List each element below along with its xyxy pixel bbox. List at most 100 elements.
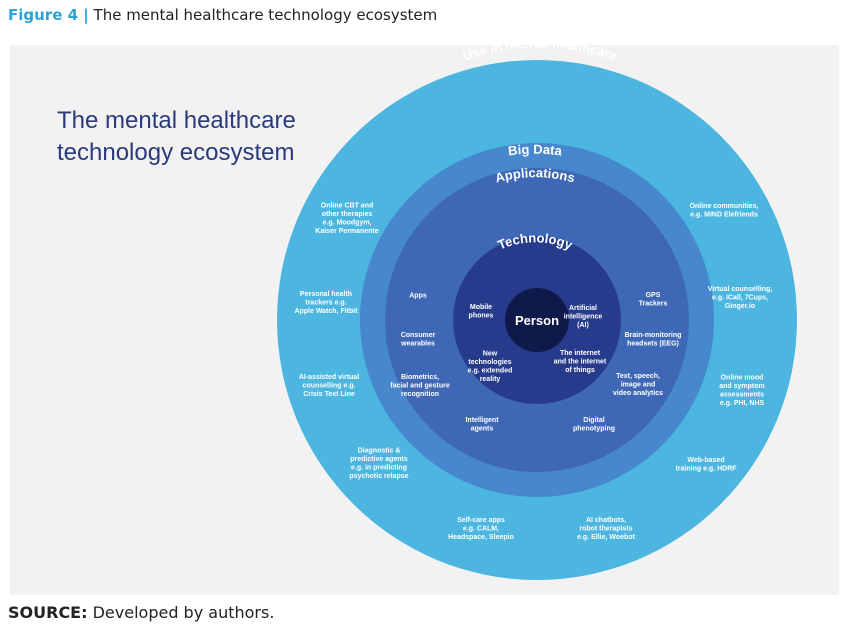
technology-item-4-line-1: The internet [560, 350, 601, 357]
application-item-7: Intelligent agents [465, 417, 499, 433]
use-item-6-line-4: e.g. PHI, NHS [720, 400, 765, 407]
application-item-2-line-2: Trackers [639, 301, 668, 308]
application-item-7-line-1: Intelligent [465, 417, 499, 424]
application-item-4: Brain-monitoring headsets (EEG) [625, 332, 682, 348]
panel-title-line-1: The mental healthcare [57, 107, 296, 134]
use-item-4-line-3: Ginger.io [725, 303, 755, 310]
source-text: Developed by authors. [87, 603, 275, 622]
application-item-3-line-1: Consumer [401, 332, 436, 339]
application-item-2-line-1: GPS [646, 292, 661, 299]
use-item-6-line-2: and symptom [719, 383, 765, 390]
application-item-5-line-3: recognition [401, 391, 439, 398]
ring-label-big-data: Big Data [507, 142, 563, 159]
technology-item-2-line-1: Artificial [569, 305, 597, 312]
technology-item-2-line-2: intelligence [564, 313, 603, 320]
application-item-8: Digital phenotyping [573, 417, 615, 433]
use-item-9-line-2: e.g. CALM, [463, 525, 499, 532]
use-item-7-line-3: e.g. in predicting [351, 465, 407, 472]
application-item-1-line-1: Apps [409, 292, 427, 299]
center-label: Person [515, 313, 559, 328]
application-item-5-line-2: facial and gesture [390, 382, 450, 389]
technology-item-2-line-3: (AI) [577, 322, 589, 329]
use-item-7-line-1: Diagnostic & [358, 448, 401, 455]
panel-title-line-2: technology ecosystem [57, 139, 295, 166]
use-item-8-line-1: Web-based [687, 457, 724, 464]
use-item-7: Diagnostic &predictive agents e.g. in pre… [349, 448, 408, 481]
use-item-3-line-2: trackers e.g. [305, 299, 346, 306]
panel-title: The mental healthcare technology ecosyst… [57, 105, 296, 169]
technology-item-1-line-1: Mobile [470, 304, 492, 311]
use-item-10-line-1: AI chatbots, [586, 517, 626, 524]
application-item-7-line-2: agents [471, 426, 494, 433]
use-item-9-line-1: Self-care apps [457, 517, 505, 524]
application-item-3: Consumer wearables [400, 332, 436, 348]
figure-title: The mental healthcare technology ecosyst… [93, 6, 438, 24]
source-note: SOURCE: Developed by authors. [8, 603, 274, 622]
technology-item-3-line-3: e.g. extended [468, 368, 513, 375]
use-item-3-line-1: Personal health [300, 291, 352, 298]
source-label: SOURCE: [8, 603, 88, 622]
ring-label-applications: Applications [493, 165, 576, 185]
ring-label-technology: Technology [495, 230, 575, 253]
use-item-4: Virtual counselling,e.g. ICall, 7Cups, Gi… [708, 286, 772, 310]
figure-caption: Figure 4 | The mental healthcare technol… [8, 6, 437, 24]
use-item-2: Online communities, e.g. MIND Elefriends [690, 203, 759, 219]
use-item-8: Web-based training e.g. HDRF [675, 457, 737, 473]
technology-item-4-line-3: of things [565, 367, 595, 374]
application-item-6-line-2: image and [621, 381, 656, 388]
use-item-1-line-4: Kaiser Permanente [315, 228, 379, 235]
application-item-2: GPS Trackers [639, 292, 668, 308]
technology-item-3-line-1: New [483, 351, 498, 358]
application-item-1: Apps [409, 292, 427, 299]
use-item-6-line-1: Online mood [721, 375, 764, 382]
application-item-6: Text, speech,image and video analytics [613, 373, 663, 397]
use-item-10-line-2: robot therapists [579, 525, 632, 532]
use-item-5-line-3: Crisis Text Line [303, 391, 355, 398]
application-item-6-line-1: Text, speech, [616, 373, 660, 380]
use-item-8-line-2: training e.g. HDRF [675, 466, 737, 473]
use-item-1-line-3: e.g. Moodgym, [323, 220, 372, 227]
use-item-4-line-1: Virtual counselling, [708, 286, 772, 293]
use-item-2-line-2: e.g. MIND Elefriends [690, 212, 758, 219]
use-item-7-line-4: psychotic relapse [349, 473, 408, 480]
application-item-4-line-2: headsets (EEG) [627, 341, 679, 348]
use-item-5-line-2: counselling e.g. [303, 382, 356, 389]
ring-label-outer: Use in mental healthcare [461, 35, 619, 63]
application-item-4-line-1: Brain-monitoring [625, 332, 682, 339]
application-item-8-line-1: Digital [583, 417, 604, 424]
use-item-2-line-1: Online communities, [690, 203, 759, 210]
application-item-5: Biometrics,facial and gesture recognition [390, 374, 450, 398]
use-item-3-line-3: Apple Watch, Fitbit [294, 308, 358, 315]
application-item-3-line-2: wearables [400, 341, 435, 348]
use-item-10: AI chatbots,robot therapists e.g. Ellie, … [577, 517, 635, 541]
technology-item-1-line-2: phones [469, 313, 494, 320]
application-item-8-line-2: phenotyping [573, 426, 615, 433]
technology-item-1: Mobile phones [469, 304, 494, 320]
technology-item-4-line-2: and the internet [554, 358, 607, 365]
technology-item-3-line-2: technologies [468, 359, 511, 366]
use-item-7-line-2: predictive agents [350, 456, 408, 463]
use-item-1-line-1: Online CBT and [321, 203, 374, 210]
use-item-10-line-3: e.g. Ellie, Woebot [577, 534, 635, 541]
technology-item-3-line-4: reality [480, 376, 501, 383]
use-item-5-line-1: AI-assisted virtual [299, 374, 359, 381]
figure-label: Figure 4 | [8, 6, 89, 24]
application-item-6-line-3: video analytics [613, 390, 663, 397]
application-item-5-line-1: Biometrics, [401, 374, 439, 381]
use-item-1-line-2: other therapies [322, 211, 373, 218]
use-item-6-line-3: assessments [720, 392, 764, 399]
center-person [505, 288, 569, 352]
use-item-4-line-2: e.g. ICall, 7Cups, [712, 294, 768, 301]
